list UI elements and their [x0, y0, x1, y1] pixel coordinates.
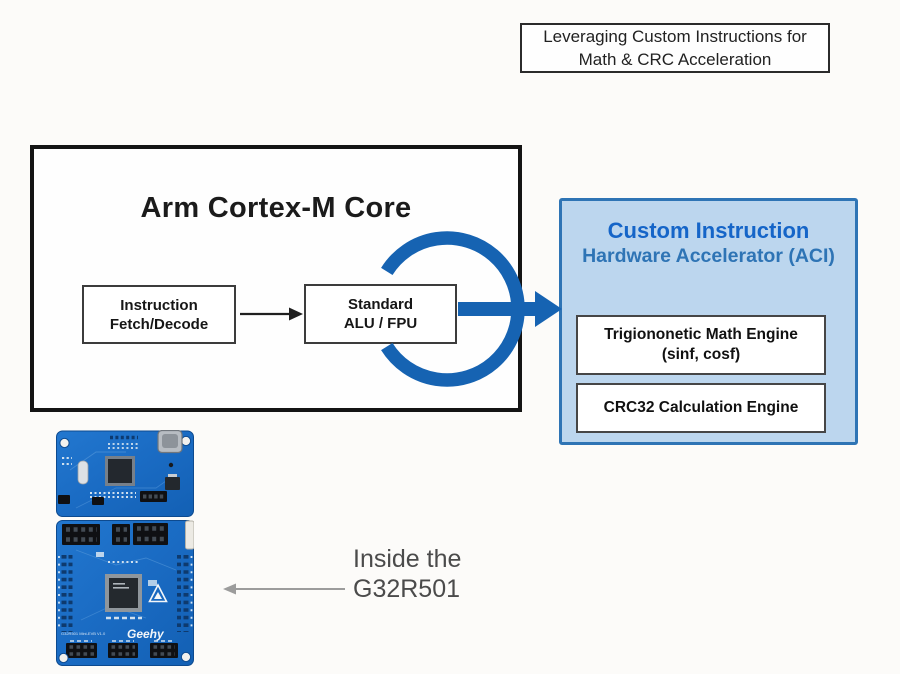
trig-engine-line2: (sinf, cosf): [661, 346, 741, 363]
trig-math-engine-box: Trigiononetic Math Engine (sinf, cosf): [576, 315, 826, 375]
trig-engine-line1: Trigiononetic Math Engine: [604, 326, 798, 343]
callout-label: Inside the G32R501: [353, 544, 461, 604]
callout-line2: G32R501: [353, 575, 461, 603]
aci-box: Custom Instruction Hardware Accelerator …: [559, 198, 858, 445]
g32r501-dev-board-image: Geehy G32R501 Mini-EVB V1.0: [56, 430, 194, 666]
fetch-to-alu-arrow: [240, 307, 303, 321]
geehy-logo-text: Geehy: [127, 627, 165, 641]
instruction-fetch-decode-box: Instruction Fetch/Decode: [82, 285, 236, 344]
alu-line1: Standard: [347, 296, 413, 313]
geehy-logo-icon: [148, 583, 168, 603]
banner-line2: Math & CRC Acceleration: [578, 50, 772, 69]
crystal-oscillator: [77, 460, 89, 485]
board-bottom-section: Geehy G32R501 Mini-EVB V1.0: [56, 520, 194, 666]
aci-title-line1: Custom Instruction: [607, 218, 810, 243]
standard-alu-fpu-box: Standard ALU / FPU: [304, 284, 457, 344]
board-top-section: [56, 430, 194, 517]
arm-core-title: Arm Cortex-M Core: [140, 192, 412, 224]
fetch-line1: Instruction: [120, 296, 198, 314]
fetch-line2: Fetch/Decode: [109, 315, 209, 333]
crc-engine-line: CRC32 Calculation Engine: [603, 399, 799, 416]
banner-title-box: Leveraging Custom Instructions for Math …: [520, 23, 830, 73]
arm-core-box: Arm Cortex-M Core Instruction Fetch/Deco…: [30, 145, 522, 412]
banner-line1: Leveraging Custom Instructions for: [543, 27, 807, 46]
aci-arrow-head: [535, 291, 562, 327]
alu-line2: ALU / FPU: [343, 315, 418, 332]
board-silkscreen-text: G32R501 Mini-EVB V1.0: [61, 631, 106, 636]
callout-arrow: [223, 583, 345, 595]
crc32-engine-box: CRC32 Calculation Engine: [576, 383, 826, 433]
mcu-chip: [105, 574, 142, 612]
aci-title-line2: Hardware Accelerator (ACI): [582, 245, 835, 267]
callout-line1: Inside the: [353, 545, 462, 573]
